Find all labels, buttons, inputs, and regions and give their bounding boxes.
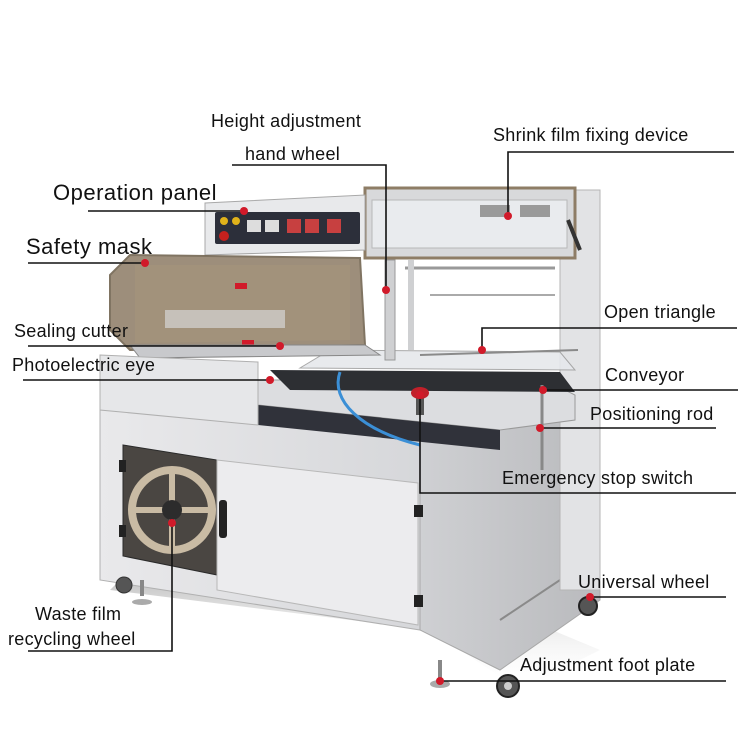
label-adjustment-foot: Adjustment foot plate — [520, 655, 696, 675]
marker-universal-wheel — [586, 593, 594, 601]
marker-height-adjustment — [382, 286, 390, 294]
label-open-triangle: Open triangle — [604, 302, 716, 322]
label-height-adjustment-line2: hand wheel — [245, 144, 341, 164]
label-shrink-film-fixing: Shrink film fixing device — [493, 125, 689, 145]
conveyor-underside — [258, 405, 500, 450]
marker-safety-mask — [141, 259, 149, 267]
marker-adjustment-foot — [436, 677, 444, 685]
marker-shrink-film — [504, 212, 512, 220]
marker-photoelectric-eye — [266, 376, 274, 384]
label-height-adjustment-line1: Height adjustment — [211, 111, 362, 131]
label-safety-mask: Safety mask — [26, 234, 153, 259]
leader-lines — [23, 151, 738, 682]
cabinet-door — [216, 459, 419, 626]
label-universal-wheel: Universal wheel — [578, 572, 710, 592]
marker-open-triangle — [478, 346, 486, 354]
label-operation-panel: Operation panel — [53, 180, 218, 205]
label-sealing-cutter: Sealing cutter — [14, 321, 129, 341]
label-positioning-rod: Positioning rod — [590, 404, 714, 424]
label-waste-film-line1: Waste film — [35, 604, 122, 624]
marker-sealing-cutter — [276, 342, 284, 350]
marker-waste-film — [168, 519, 176, 527]
label-photoelectric-eye: Photoelectric eye — [12, 355, 156, 375]
label-waste-film-line2: recycling wheel — [8, 629, 136, 649]
marker-conveyor — [539, 386, 547, 394]
sealing-arm — [128, 344, 382, 359]
marker-operation-panel — [240, 207, 248, 215]
conveyor-belt — [270, 370, 575, 392]
door-handle — [219, 500, 227, 538]
label-conveyor: Conveyor — [605, 365, 685, 385]
label-emergency-stop: Emergency stop switch — [502, 468, 694, 488]
marker-positioning-rod — [536, 424, 544, 432]
marker-emergency-stop — [416, 391, 424, 399]
air-hose — [336, 371, 421, 447]
